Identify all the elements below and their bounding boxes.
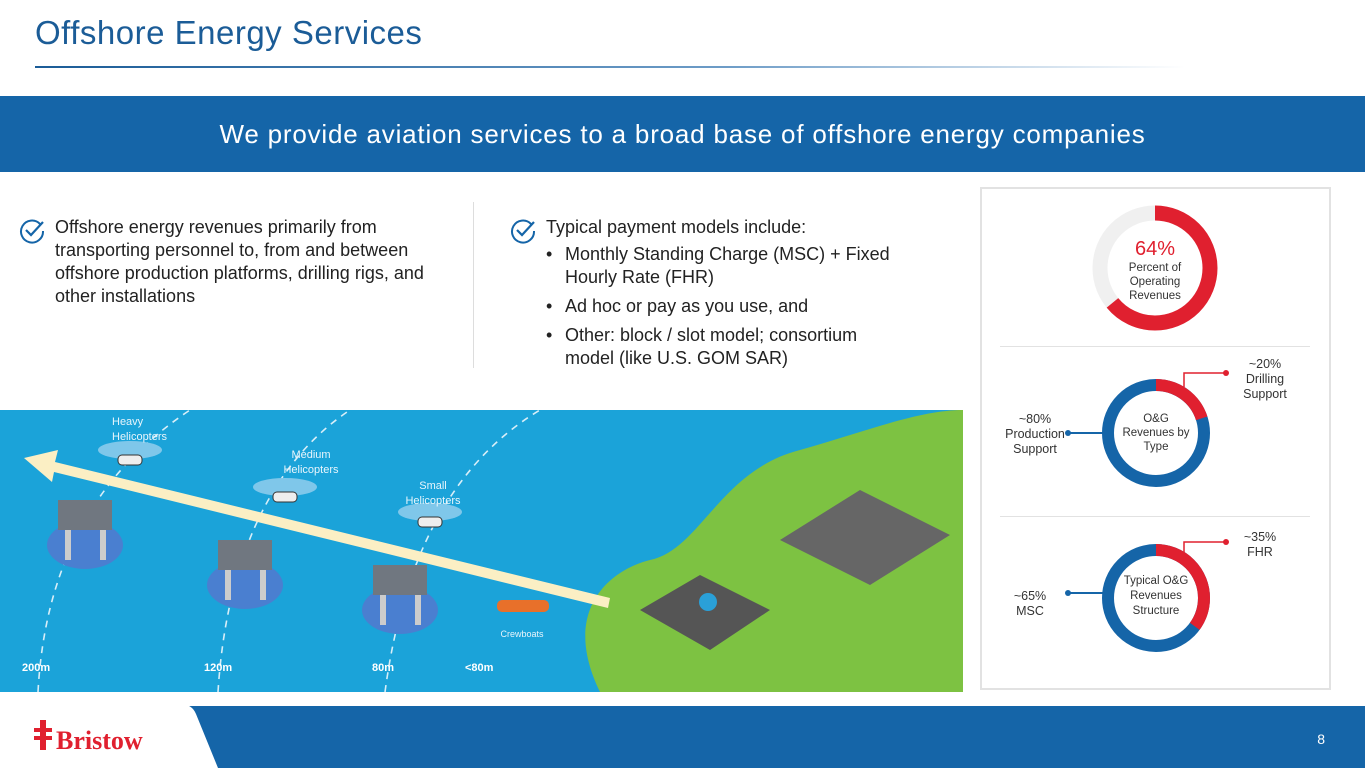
check-circle-icon [20,219,45,244]
logo-area [0,704,218,768]
range-arrow [24,450,610,608]
payment-heading: Typical payment models include: [546,217,807,237]
fhr-label: FHR [1247,545,1273,559]
drilling-pct: ~20% [1248,357,1282,371]
operating-revenue-arc [1092,205,1218,331]
crewboats-label: Crewboats [500,629,544,639]
msc-label: MSC [1016,604,1044,618]
by-type-center: O&G Revenues by Type [1122,413,1190,453]
operating-percent: 64% [1134,238,1176,260]
fhr-pct: ~35% [1243,530,1277,544]
bullet-item: Other: block / slot model; consortium mo… [546,324,906,370]
page-number: 8 [1317,731,1325,747]
crewboat-icon [497,600,549,612]
footer-bar [0,706,1365,768]
msc-pct: ~65% [1013,589,1047,603]
structure-center: Typical O&G Revenues Structure [1123,575,1189,617]
platforms [47,500,438,634]
medium-helicopters-label: Medium Helicopters [283,449,339,476]
revenue-panel [980,187,1331,690]
depth-label: 200m [22,662,51,674]
fhr-arc [1102,544,1210,652]
donut-charts [1065,205,1229,652]
bullet-item: Ad hoc or pay as you use, and [546,295,906,318]
leader-line [1183,541,1226,553]
bullet-item: Monthly Standing Charge (MSC) + Fixed Ho… [546,243,906,289]
bristow-logo-mark [34,720,52,750]
page-title: Offshore Energy Services [35,14,423,51]
depth-label: 80m [372,662,395,674]
banner: We provide aviation services to a broad … [0,96,1365,172]
payment-models: Typical payment models include: Monthly … [511,216,906,376]
helicopter-icons [98,441,462,528]
panel-divider [1000,516,1310,517]
check-circle-icon [511,219,536,244]
production-label: Production Support [1005,427,1065,456]
drilling-support-arc [1102,379,1210,487]
small-helicopters-label: Small Helicopters [405,480,461,507]
leader-line [1183,372,1226,387]
production-pct: ~80% [1018,412,1052,426]
panel-divider [1000,346,1310,347]
offshore-illustration [0,410,963,692]
bristow-logo: Bristow [56,726,143,755]
heavy-helicopters-label: Heavy Helicopters [112,416,168,443]
heliport-and-refinery [640,490,950,650]
drilling-label: Drilling Support [1243,372,1287,401]
depth-label: <80m [465,662,494,674]
left-point: Offshore energy revenues primarily from … [20,216,435,308]
title-rule [35,66,1185,68]
column-divider [473,202,474,368]
left-point-text: Offshore energy revenues primarily from … [55,217,424,306]
operating-label: Percent of Operating Revenues [1128,262,1182,302]
depth-label: 120m [204,662,233,674]
